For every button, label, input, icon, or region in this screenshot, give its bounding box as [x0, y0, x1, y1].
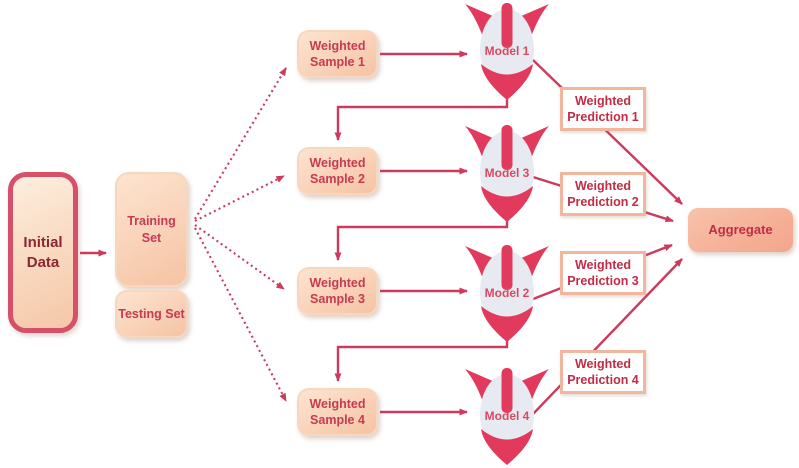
- arrows-sample-to-model: [380, 50, 468, 416]
- weighted-prediction-4-node: Weighted Prediction 4: [560, 350, 646, 394]
- weighted-sample-3-node: Weighted Sample 3: [297, 267, 378, 315]
- weighted-sample-2-label: Weighted Sample 2: [309, 155, 366, 186]
- aggregate-node: Aggregate: [688, 208, 793, 252]
- training-set-label: Training Set: [127, 214, 176, 245]
- dotted-arrow-sample-2: [194, 175, 285, 222]
- weighted-sample-3-label: Weighted Sample 3: [309, 275, 366, 306]
- model-3-label: Model 3: [484, 166, 530, 180]
- testing-set-node: Testing Set: [115, 290, 188, 338]
- weighted-prediction-1-node: Weighted Prediction 1: [560, 87, 646, 131]
- weighted-prediction-4-label: Weighted Prediction 4: [567, 356, 639, 387]
- elbow-model1-sample2: [334, 99, 509, 141]
- aggregate-label: Aggregate: [708, 221, 773, 237]
- dotted-arrows-training-to-samples: [194, 67, 287, 402]
- elbow-model2-sample4: [334, 341, 509, 382]
- dotted-arrow-sample-1: [194, 67, 287, 220]
- weighted-prediction-2-node: Weighted Prediction 2: [560, 172, 646, 216]
- initial-data-label: Initial Data: [23, 234, 63, 271]
- initial-data-node: Initial Data: [8, 172, 78, 333]
- weighted-prediction-3-label: Weighted Prediction 3: [567, 257, 639, 288]
- model-4-label: Model 4: [484, 409, 530, 423]
- weighted-sample-4-label: Weighted Sample 4: [309, 396, 366, 427]
- arrow-prediction-4: [532, 258, 683, 415]
- model-1-label: Model 1: [484, 44, 530, 58]
- training-set-node: Training Set: [115, 172, 188, 287]
- testing-set-label: Testing Set: [118, 306, 185, 321]
- arrow-prediction-1: [532, 59, 683, 205]
- weighted-sample-1-label: Weighted Sample 1: [309, 38, 366, 69]
- elbow-model3-sample3: [334, 221, 509, 261]
- model-2-label: Model 2: [484, 286, 530, 300]
- weighted-prediction-1-label: Weighted Prediction 1: [567, 93, 639, 124]
- dotted-arrow-sample-3: [194, 224, 285, 290]
- weighted-sample-2-node: Weighted Sample 2: [297, 147, 378, 195]
- weighted-prediction-3-node: Weighted Prediction 3: [560, 251, 646, 295]
- dotted-arrow-sample-4: [194, 227, 287, 402]
- elbow-connectors-model-to-next-sample: [334, 99, 509, 382]
- weighted-sample-1-node: Weighted Sample 1: [297, 30, 378, 78]
- weighted-sample-4-node: Weighted Sample 4: [297, 388, 378, 436]
- weighted-prediction-2-label: Weighted Prediction 2: [567, 178, 639, 209]
